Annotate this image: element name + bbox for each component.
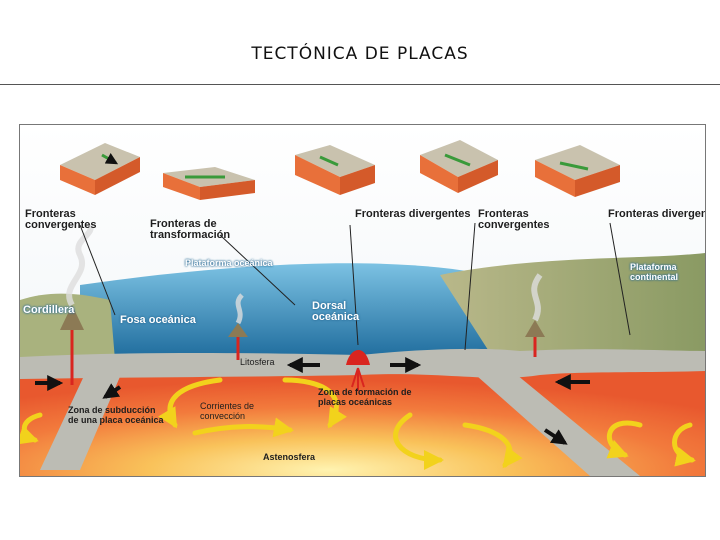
- label-zona-formacion: Zona de formación de placas oceánicas: [318, 387, 423, 407]
- label-corrientes-conveccion: Corrientes de convección: [200, 401, 275, 421]
- label-plataforma-continental: Plataforma continental: [630, 262, 705, 282]
- label-plataforma-oceanica: Plataforma oceánica: [185, 258, 275, 268]
- label-fronteras-convergentes-1: Fronteras convergentes: [25, 209, 145, 231]
- label-zona-subduccion: Zona de subducción de una placa oceánica: [68, 405, 168, 425]
- label-dorsal-oceanica: Dorsal oceánica: [312, 301, 372, 323]
- plate-tectonics-diagram: Fronteras convergentes Fronteras de tran…: [19, 124, 706, 477]
- label-fronteras-convergentes-2: Fronteras convergentes: [478, 209, 598, 231]
- label-fronteras-transformacion: Fronteras de transformación: [150, 219, 270, 241]
- label-cordillera: Cordillera: [23, 305, 74, 316]
- label-litosfera: Litosfera: [240, 357, 275, 367]
- label-fronteras-divergentes-2: Fronteras divergentes: [608, 209, 706, 220]
- ocean-region: [80, 263, 490, 358]
- label-astenosfera: Astenosfera: [263, 452, 315, 462]
- label-fronteras-divergentes-1: Fronteras divergentes: [355, 209, 475, 220]
- title-divider: [0, 84, 720, 85]
- slide-title: TECTÓNICA DE PLACAS: [0, 44, 720, 64]
- label-fosa-oceanica: Fosa oceánica: [120, 315, 196, 326]
